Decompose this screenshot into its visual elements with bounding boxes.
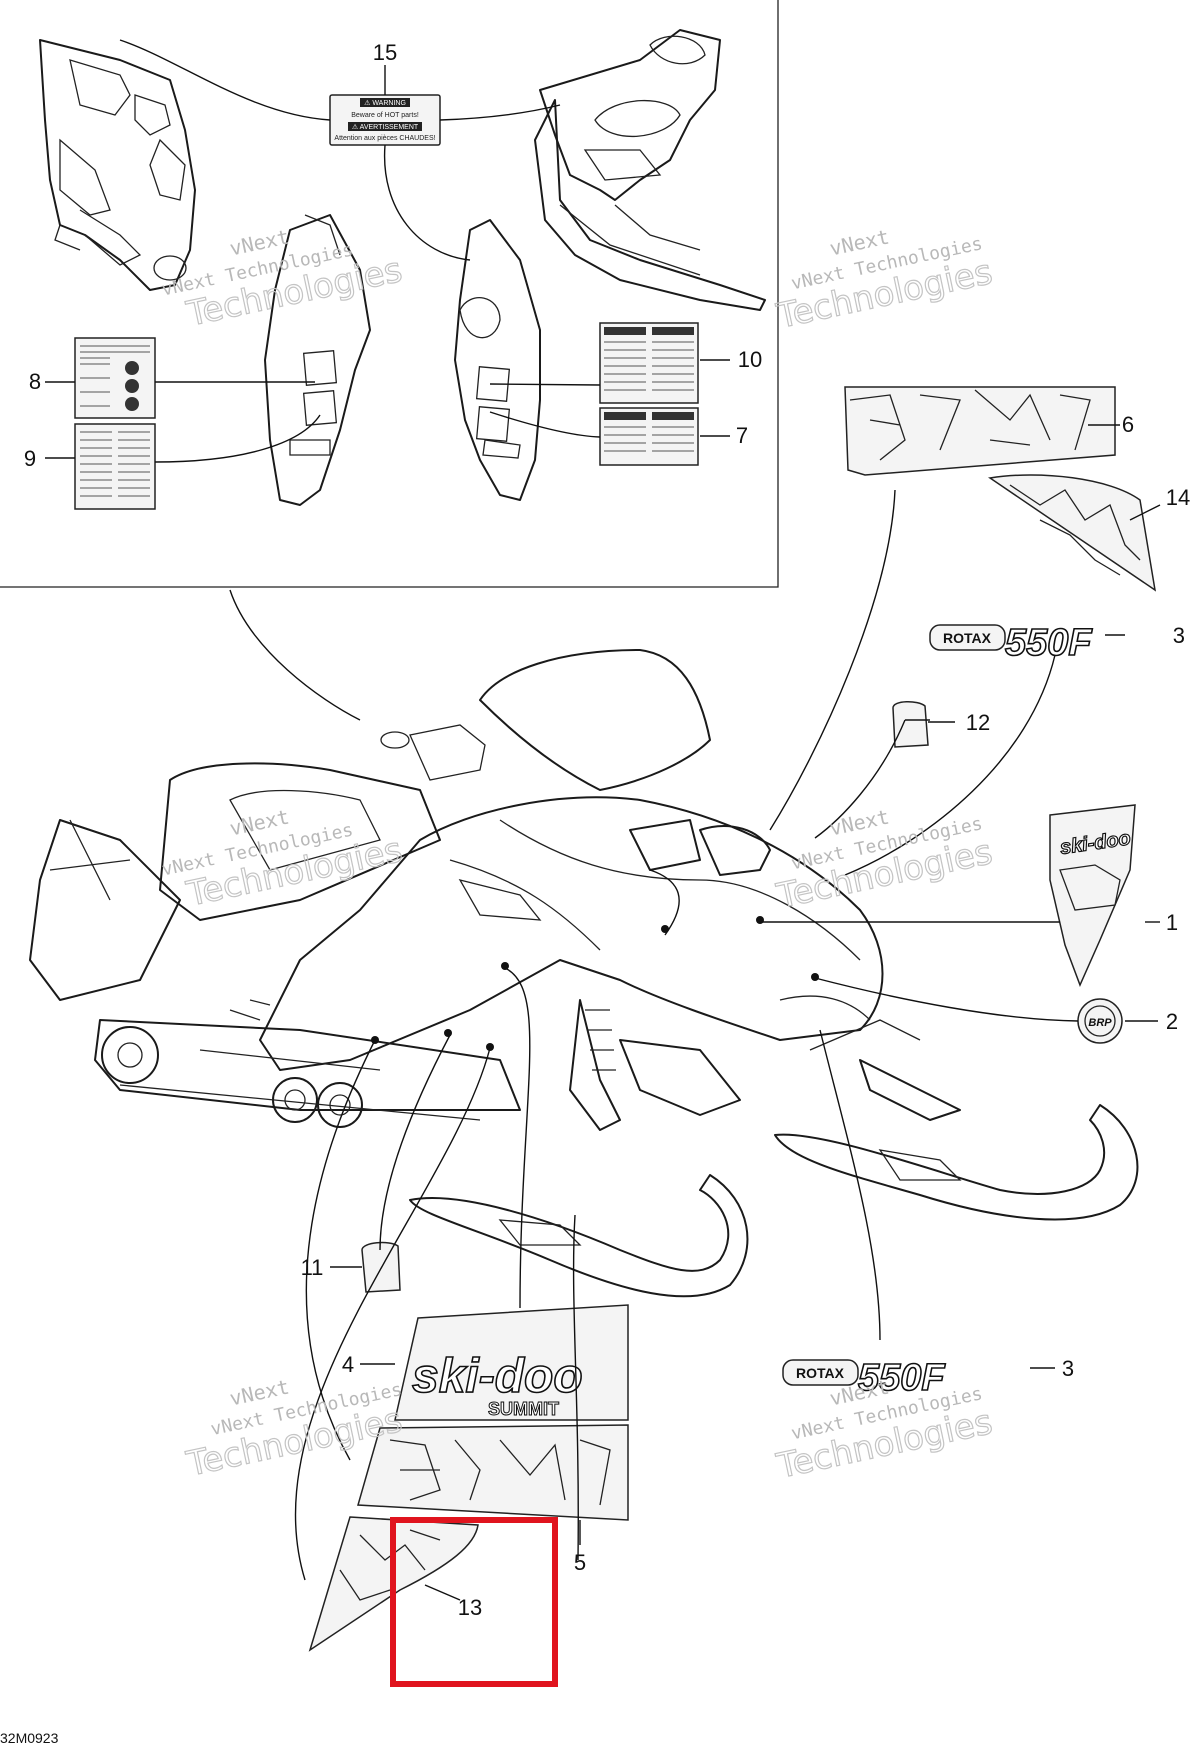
rotax-model-upper: 550F <box>1005 622 1093 664</box>
rotax-word-upper: ROTAX <box>943 630 992 646</box>
callout-7: 7 <box>736 423 748 448</box>
watermark-4: vNext vNext Technologies Technologies <box>772 805 996 918</box>
callout-10: 10 <box>738 347 762 372</box>
decal-10-warning-label <box>599 322 699 404</box>
brp-badge-text: BRP <box>1088 1017 1112 1029</box>
callout-numbers: 15 8 9 10 7 6 14 3 12 1 2 11 4 3 5 13 <box>24 40 1190 1620</box>
warning-title: ⚠ WARNING <box>364 99 406 107</box>
main-leaders <box>229 424 1161 1601</box>
callout-3-lower: 3 <box>1062 1356 1074 1381</box>
drawing-code: 32M0923 <box>0 1730 59 1746</box>
right-console-drawing <box>454 219 541 501</box>
watermark-2: vNext vNext Technologies Technologies <box>772 225 996 338</box>
rotax-word-lower: ROTAX <box>796 1365 845 1381</box>
callout-15: 15 <box>373 40 397 65</box>
summit-logo: SUMMIT <box>488 1399 559 1419</box>
callout-14: 14 <box>1166 485 1190 510</box>
snowmobile-drawing <box>29 649 1139 1298</box>
callout-9: 9 <box>24 446 36 471</box>
decal-2-brp-badge: BRP <box>1077 998 1123 1044</box>
target-points <box>371 916 819 1051</box>
avertissement-subtitle: Attention aux pièces CHAUDES! <box>334 135 435 142</box>
decal-4-skidoo-summit: ski-doo SUMMIT <box>394 1304 629 1421</box>
callout-4: 4 <box>342 1352 354 1377</box>
chassis-drawing <box>534 29 766 311</box>
left-console-drawing <box>264 214 371 506</box>
decal-7-warning-label <box>599 407 699 466</box>
callout-12: 12 <box>966 710 990 735</box>
decal-9-warning-label <box>74 423 156 510</box>
decal-1-hood-graphic: ski-doo <box>1049 804 1136 987</box>
callout-8: 8 <box>29 369 41 394</box>
callout-11: 11 <box>301 1255 324 1280</box>
decal-8-instruction-label <box>74 337 156 419</box>
watermark-3: vNext vNext Technologies Technologies <box>160 805 406 916</box>
decal-15-warning-label: ⚠ WARNING Beware of HOT parts! ⚠ AVERTIS… <box>329 94 441 146</box>
rotax-model-lower: 550F <box>858 1357 946 1399</box>
side-panel-drawing <box>39 39 196 291</box>
avertissement-title: ⚠ AVERTISSEMENT <box>352 123 419 131</box>
callout-6: 6 <box>1122 412 1134 437</box>
decal-6-graphic <box>844 386 1116 476</box>
skidoo-logo: ski-doo <box>412 1350 583 1403</box>
callout-2: 2 <box>1166 1009 1178 1034</box>
decal-3-rotax-lower: ROTAX 550F <box>782 1356 947 1400</box>
decal-14-graphic <box>988 474 1157 592</box>
callout-5: 5 <box>574 1550 586 1575</box>
callout-3-upper: 3 <box>1173 623 1185 648</box>
inset-frame <box>0 0 779 588</box>
decal-5-graphic <box>357 1424 629 1521</box>
highlight-box <box>390 1517 558 1687</box>
inset-leaders <box>45 39 730 463</box>
decal-3-rotax-upper: ROTAX 550F <box>929 621 1094 665</box>
callout-1: 1 <box>1166 910 1178 935</box>
callout-13: 13 <box>458 1595 482 1620</box>
decal-12-shape <box>892 701 929 748</box>
warning-subtitle: Beware of HOT parts! <box>351 112 419 119</box>
